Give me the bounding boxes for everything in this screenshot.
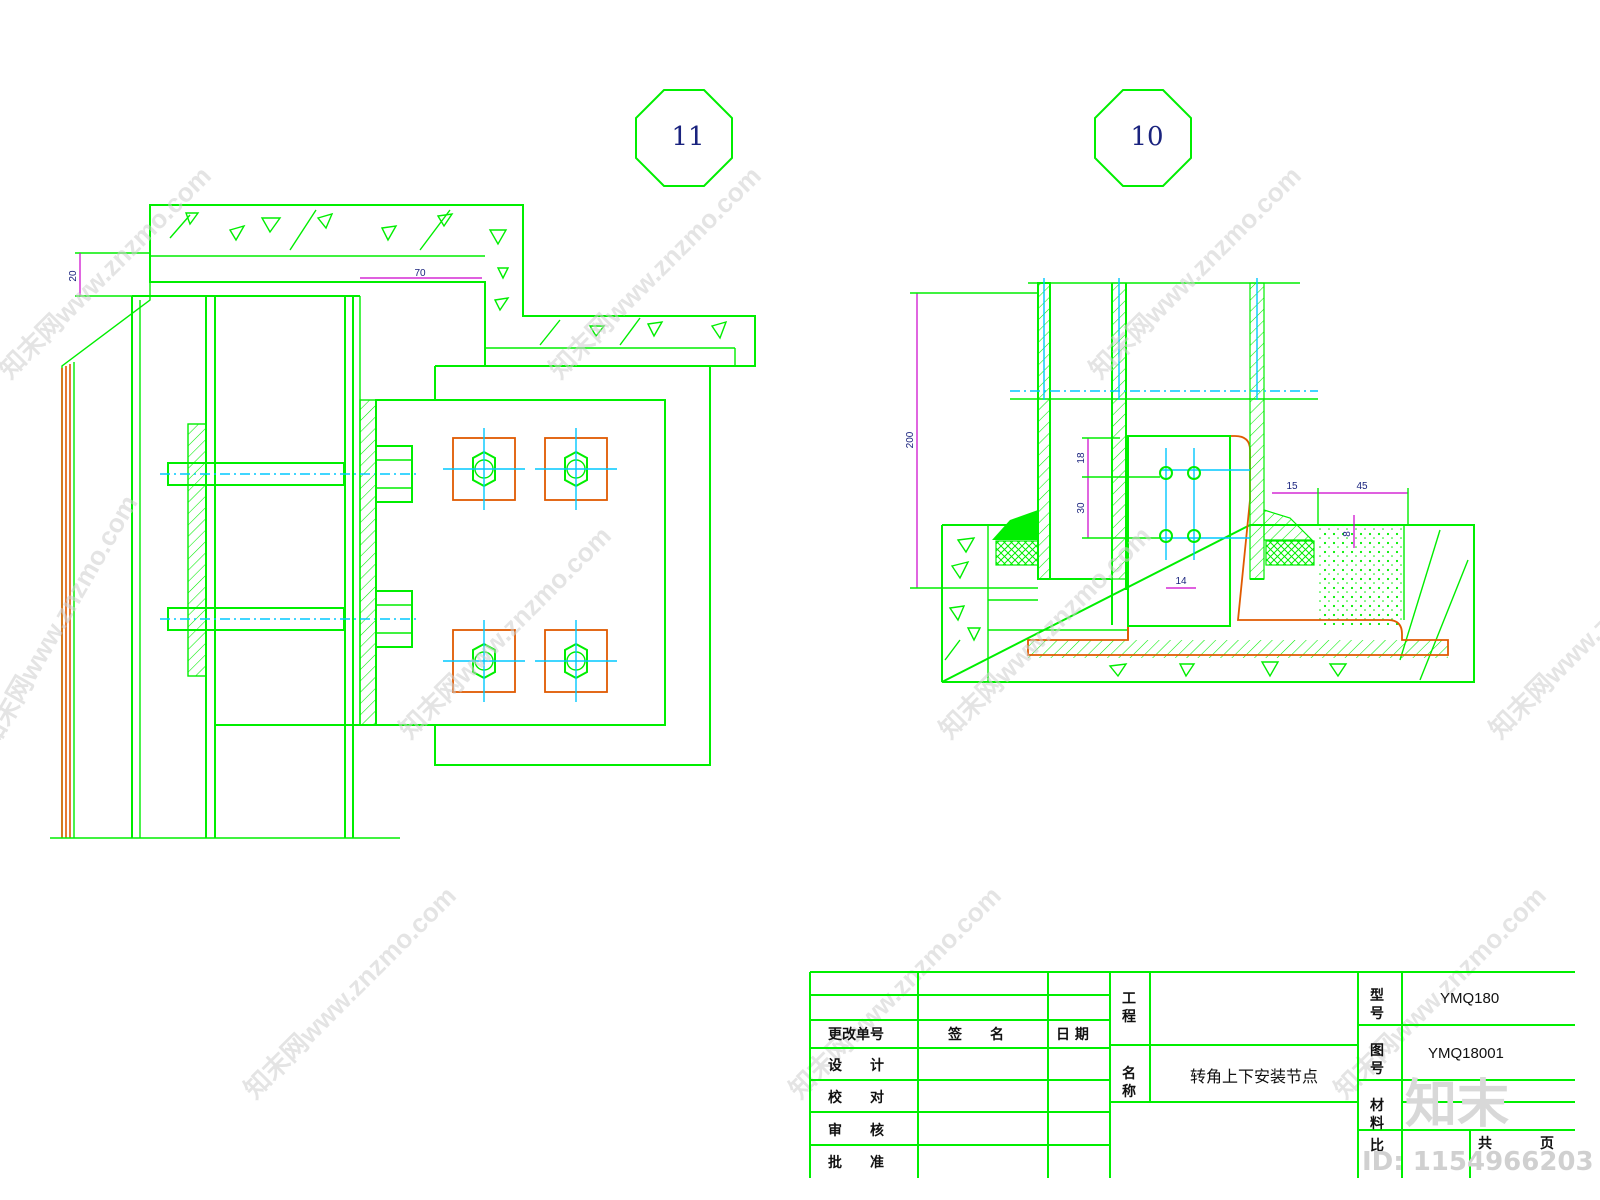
tb-design: 设 计: [828, 1057, 884, 1074]
tb-model-label: 型号: [1370, 987, 1384, 1022]
embedded-plate: [1027, 435, 1449, 656]
bolt-3: [443, 620, 525, 702]
bracket: [375, 365, 711, 766]
dim-20: 20: [68, 252, 150, 297]
watermark-id: ID: 1154966203: [1362, 1147, 1594, 1177]
watermark-brand: 知末: [1405, 1075, 1509, 1135]
tb-change-no: 更改单号: [828, 1026, 884, 1043]
tb-check: 校 对: [828, 1089, 884, 1106]
svg-text:8: 8: [1342, 531, 1353, 537]
tb-date: 日 期: [1056, 1027, 1089, 1043]
tb-page-label: 页: [1540, 1136, 1554, 1152]
svg-text:14: 14: [1175, 576, 1187, 587]
watermark-text: 知末网www.znzmo.com: [0, 160, 217, 384]
svg-text:200: 200: [905, 431, 916, 448]
grout-fill: [1318, 525, 1404, 625]
dim-15-45: 15 45: [1272, 481, 1409, 525]
detail-10: 10: [905, 89, 1475, 683]
svg-text:45: 45: [1356, 481, 1368, 492]
backer-right: [1265, 540, 1315, 566]
tb-approve: 批 准: [828, 1154, 884, 1171]
watermarks: 知末网www.znzmo.com 知末网www.znzmo.com 知末网www…: [0, 160, 1600, 1104]
tb-scale-label: 比: [1370, 1137, 1384, 1154]
tb-project-label: 工程: [1122, 991, 1136, 1025]
watermark-text: 知末网www.znzmo.com: [238, 880, 462, 1104]
svg-text:70: 70: [414, 268, 426, 279]
detail-10-label: 10: [1130, 122, 1163, 152]
svg-text:15: 15: [1286, 481, 1298, 492]
dim-14: 14: [1166, 576, 1196, 589]
svg-text:30: 30: [1076, 502, 1087, 514]
sealant-left: [992, 510, 1038, 540]
concrete-slab: [149, 204, 756, 367]
dim-18-30: 18 30: [1076, 437, 1160, 539]
tb-signature: 签 名: [947, 1026, 1004, 1043]
hatched-plate-left: [187, 423, 207, 677]
tb-model-value: YMQ180: [1440, 990, 1499, 1007]
detail-10-octagon: [1094, 89, 1192, 187]
bolt-1: [443, 428, 525, 510]
detail-11-octagon: [635, 89, 733, 187]
inner-bracket: [1127, 435, 1250, 627]
svg-text:20: 20: [68, 270, 79, 282]
tb-total-label: 共: [1478, 1135, 1492, 1152]
dim-200: 200: [905, 292, 1038, 589]
detail-11: 11: [50, 89, 756, 839]
tb-material-label: 材料: [1370, 1097, 1384, 1132]
sealant-right: [1263, 509, 1314, 541]
svg-text:18: 18: [1076, 452, 1087, 464]
bolt-group: [443, 428, 617, 702]
watermark-text: 知末网www.znzmo.com: [783, 880, 1007, 1104]
concrete-aggregate-marks: [169, 209, 728, 346]
tb-drawing-name: 转角上下安装节点: [1190, 1067, 1318, 1086]
watermark-text: 知末网www.znzmo.com: [1483, 520, 1600, 744]
backer-left: [995, 540, 1039, 566]
tb-drawing-no-label: 图号: [1370, 1043, 1384, 1077]
title-block: 更改单号 签 名 日 期 设 计 校 对 审 核 批 准 工程 名称 转角上下安…: [809, 971, 1575, 1178]
tb-drawing-no-value: YMQ18001: [1428, 1045, 1504, 1062]
bolt-2: [535, 428, 617, 510]
watermark-text: 知末网www.znzmo.com: [393, 520, 617, 744]
watermark-text: 知末网www.znzmo.com: [1083, 160, 1307, 384]
base-hatch: [1028, 640, 1448, 658]
watermark-text: 知末网www.znzmo.com: [543, 160, 767, 384]
watermark-text: 知末网www.znzmo.com: [0, 490, 143, 753]
detail-11-label: 11: [671, 122, 704, 152]
dim-70: 70: [360, 268, 482, 279]
tb-name-label: 名称: [1122, 1065, 1136, 1100]
mullion-profiles: [1010, 278, 1318, 625]
cladding-panel: [61, 362, 75, 838]
base-aggregate-marks: [944, 529, 1469, 681]
hatched-plate-right: [359, 399, 377, 726]
tb-review: 审 核: [828, 1122, 884, 1139]
dim-8: 8: [1342, 515, 1355, 548]
bolt-4: [535, 620, 617, 702]
